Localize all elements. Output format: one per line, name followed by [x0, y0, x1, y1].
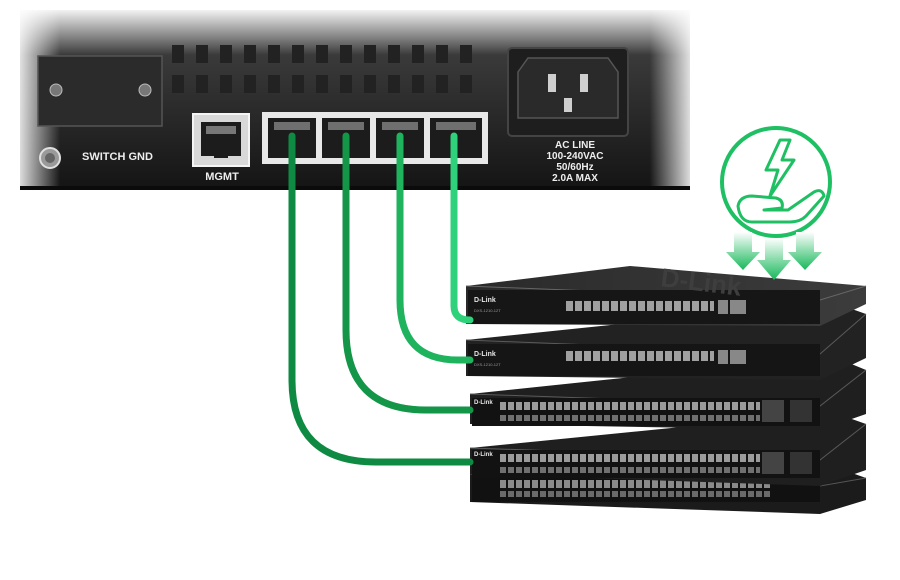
ac-power-inlet[interactable]: [507, 47, 629, 137]
cable-2: [342, 132, 474, 414]
cable-1: [288, 132, 474, 466]
triple-down-arrow-icon: [726, 232, 822, 280]
cable-3: [396, 132, 474, 364]
cable-4: [450, 132, 474, 324]
slot-cover: [37, 55, 163, 127]
switch-3-brand: D-Link: [474, 400, 493, 406]
switch-4-brand: D-Link: [474, 452, 493, 458]
switch-stack: D-Link D-Link DXS-1210-12T D-Link DXS-12…: [465, 262, 867, 514]
mgmt-port[interactable]: [192, 113, 250, 167]
vent-slots: [172, 45, 472, 93]
switch-2-model: DXS-1210-12T: [474, 362, 501, 367]
uplink-cables: [288, 132, 474, 466]
rear-panel: [20, 10, 690, 190]
switch-1-model: DXS-1210-12T: [474, 308, 501, 313]
switch-1-brand: D-Link: [474, 297, 496, 304]
switch-unit-3[interactable]: [469, 412, 867, 486]
ground-screw-icon: [39, 147, 61, 169]
switch-2-brand: D-Link: [474, 351, 496, 358]
switch-unit-1[interactable]: D-Link: [465, 262, 867, 326]
hand-lightning-icon: [720, 126, 832, 238]
